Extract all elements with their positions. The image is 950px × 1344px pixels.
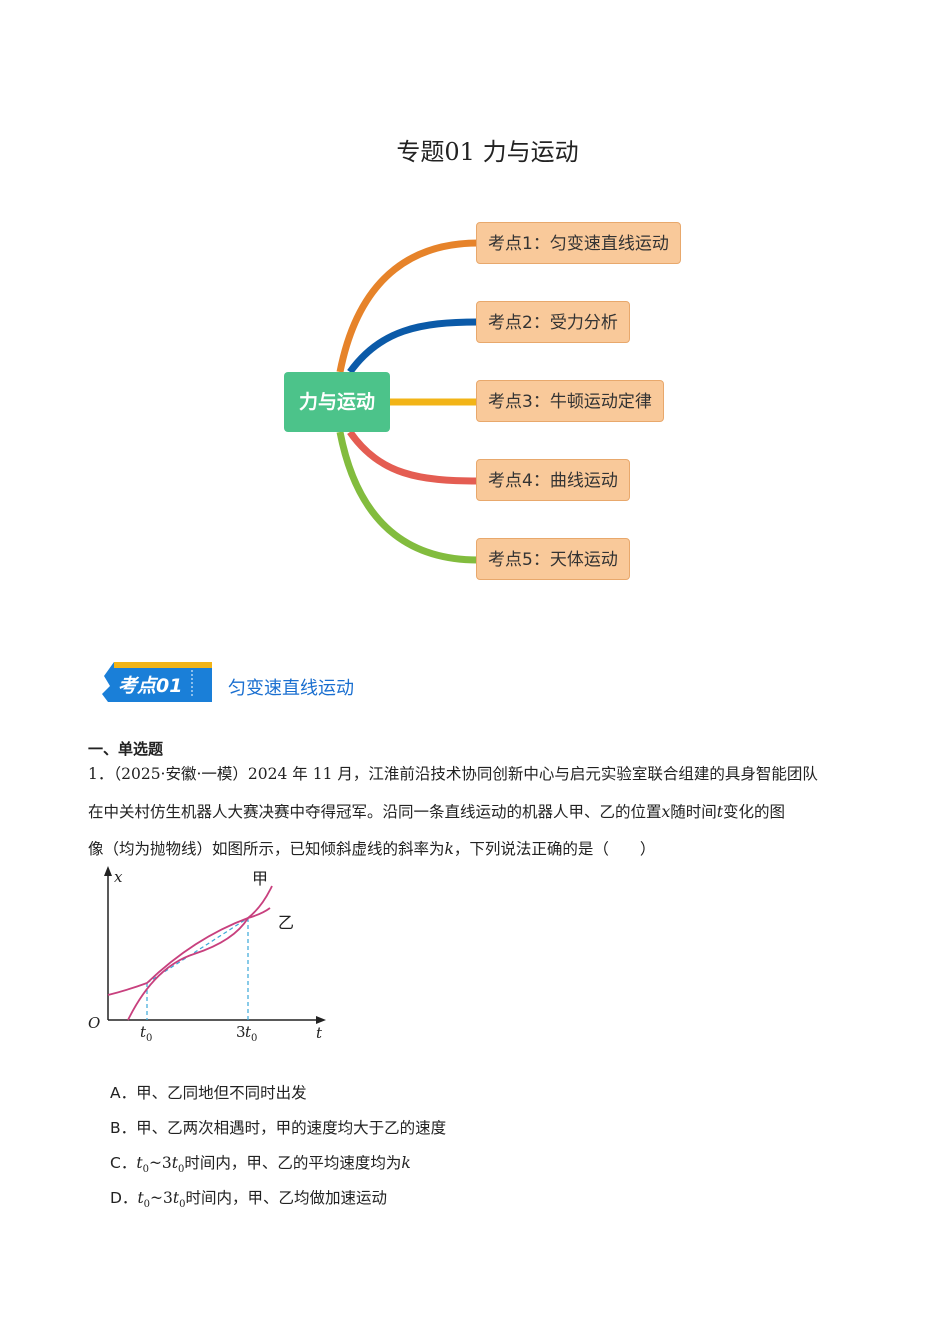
tick-3t0-label: t bbox=[245, 1023, 252, 1041]
x-axis-arrow bbox=[104, 866, 112, 876]
section-badge-label: 考点01 bbox=[118, 675, 183, 697]
curve-yi-label: 乙 bbox=[278, 913, 294, 932]
mindmap-node-2: 考点2：受力分析 bbox=[476, 301, 630, 343]
xt-graph: x t O t 0 3 t 0 甲 乙 bbox=[88, 866, 326, 1044]
mindmap-node-5: 考点5：天体运动 bbox=[476, 538, 630, 580]
option-d: D．t0~3t0时间内，甲、乙均做加速运动 bbox=[110, 1189, 388, 1211]
tick-3t0-sub: 0 bbox=[251, 1033, 257, 1044]
question-type: 一、单选题 bbox=[88, 740, 164, 758]
option-a: A．甲、乙同地但不同时出发 bbox=[110, 1084, 307, 1102]
option-c: C．t0~3t0时间内，甲、乙的平均速度均为k bbox=[110, 1154, 411, 1176]
branch-4 bbox=[347, 429, 479, 485]
section-badge bbox=[102, 662, 212, 702]
mindmap-node-1: 考点1：匀变速直线运动 bbox=[476, 222, 681, 264]
mindmap-branches bbox=[336, 239, 479, 564]
curve-jia-label: 甲 bbox=[252, 869, 268, 888]
question-line-1: 1．（2025·安徽·一模）2024 年 11 月，江淮前沿技术协同创新中心与启… bbox=[88, 765, 818, 783]
mindmap-node-4: 考点4：曲线运动 bbox=[476, 459, 630, 501]
mindmap-root: 力与运动 bbox=[284, 372, 390, 432]
branch-2 bbox=[347, 318, 479, 375]
branch-1 bbox=[336, 239, 479, 373]
option-b: B．甲、乙两次相遇时，甲的速度均大于乙的速度 bbox=[110, 1119, 447, 1137]
slope-dashed-line bbox=[146, 917, 249, 984]
axis-t-label: t bbox=[316, 1024, 323, 1042]
section-heading: 匀变速直线运动 bbox=[228, 678, 354, 699]
tick-3t0-pre: 3 bbox=[236, 1023, 246, 1041]
mindmap-node-3: 考点3：牛顿运动定律 bbox=[476, 380, 664, 422]
question-line-2: 在中关村仿生机器人大赛决赛中夺得冠军。沿同一条直线运动的机器人甲、乙的位置x随时… bbox=[88, 803, 786, 821]
axis-x-label: x bbox=[114, 868, 123, 886]
origin-label: O bbox=[88, 1014, 100, 1032]
branch-5 bbox=[336, 431, 479, 564]
question-line-3: 像（均为抛物线）如图所示，已知倾斜虚线的斜率为k，下列说法正确的是（ ） bbox=[88, 840, 656, 858]
tick-t0-label: t bbox=[140, 1023, 147, 1041]
curve-yi bbox=[107, 907, 271, 996]
tick-t0-sub: 0 bbox=[146, 1033, 152, 1044]
page-title: 专题01 力与运动 bbox=[396, 138, 579, 166]
t-axis-arrow bbox=[316, 1016, 326, 1024]
curve-jia bbox=[127, 885, 273, 1021]
